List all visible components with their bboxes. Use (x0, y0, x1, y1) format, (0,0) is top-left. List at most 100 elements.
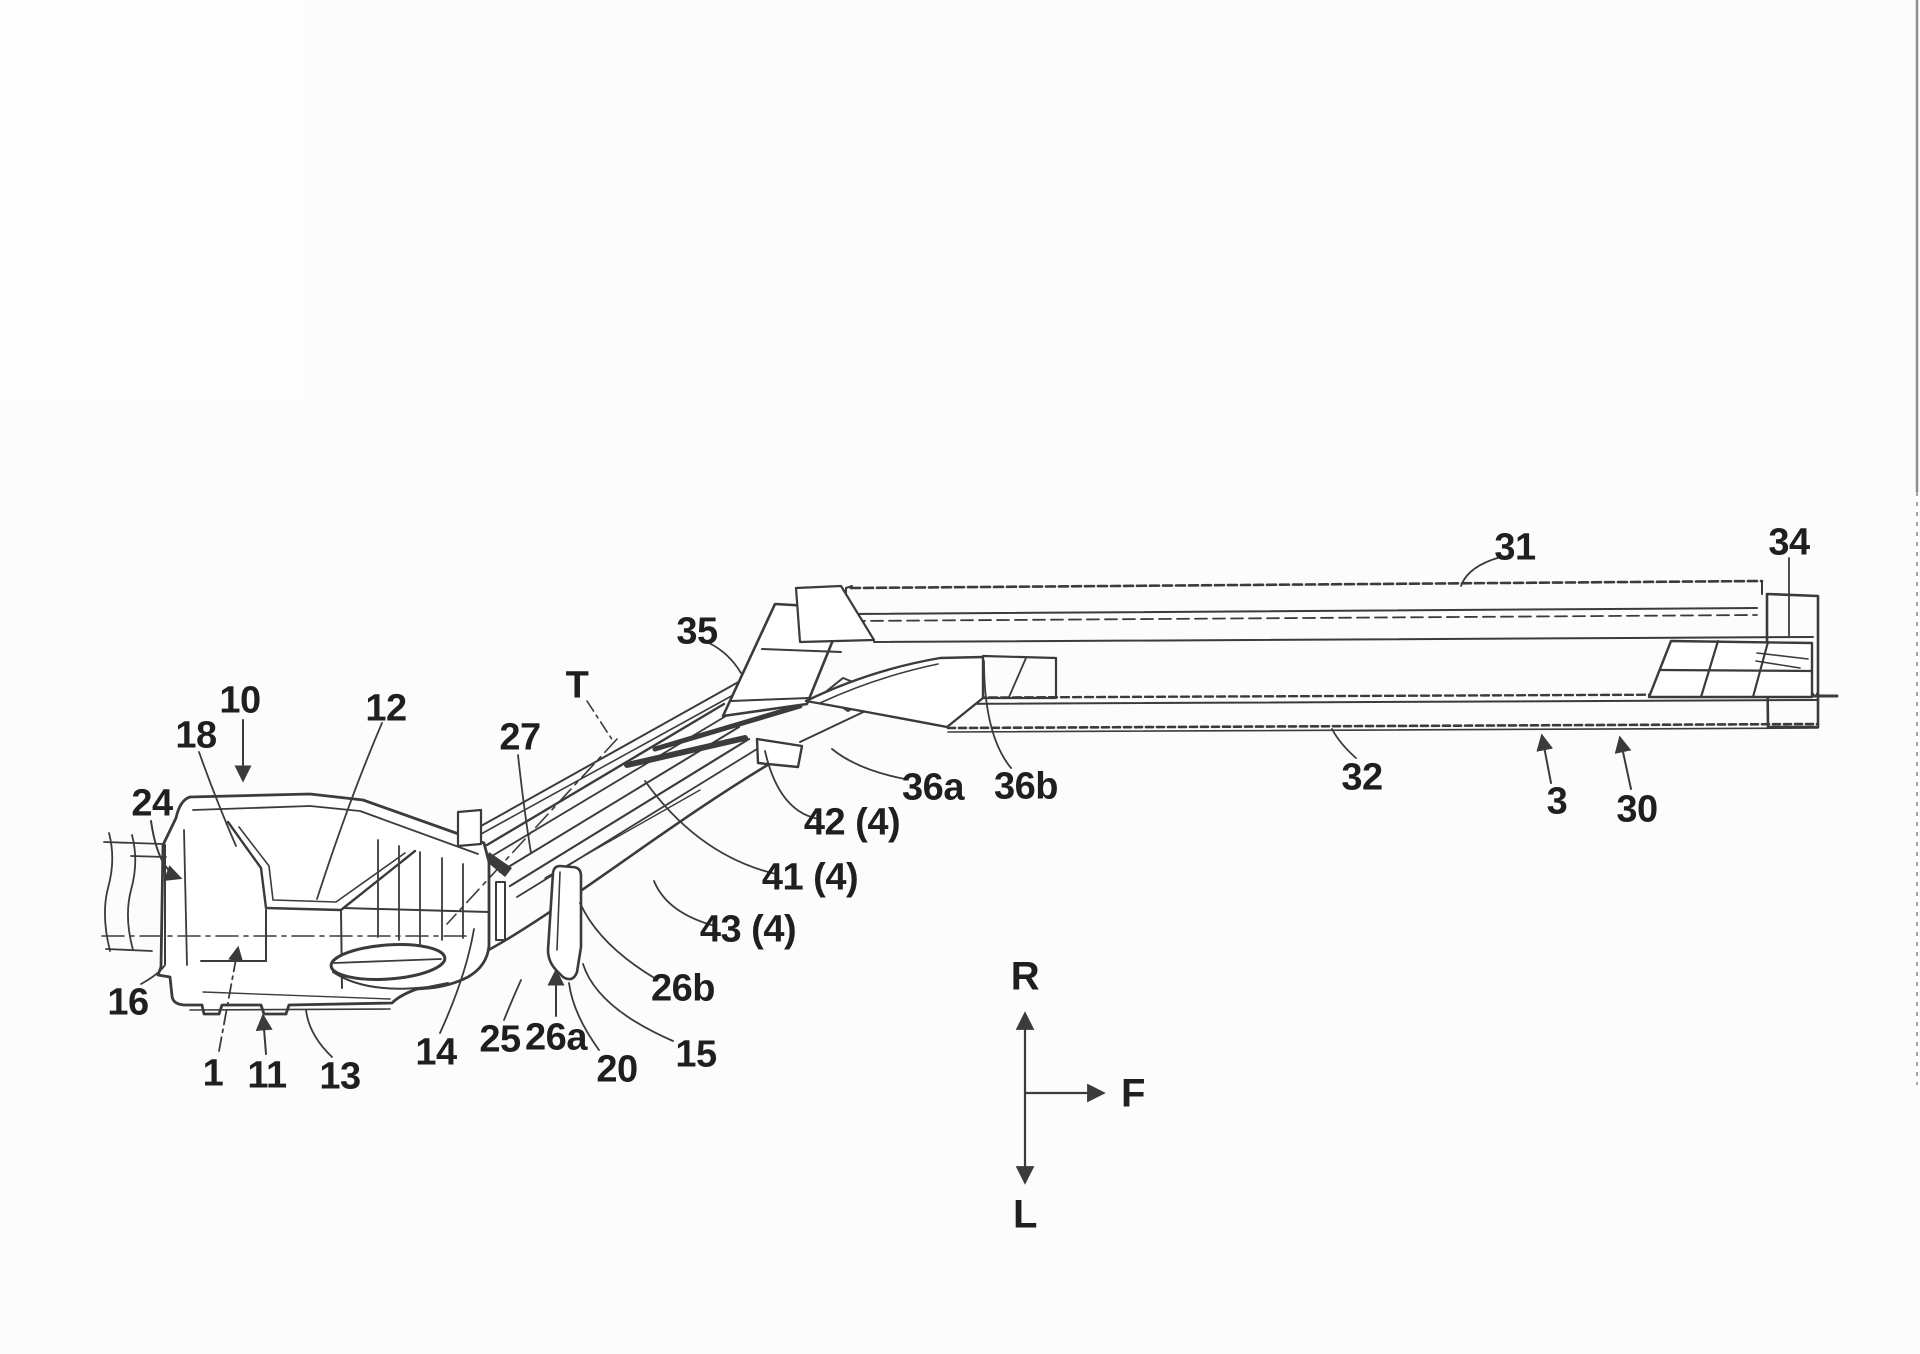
ref-label-ref-26a: 26a (525, 1017, 588, 1059)
box-36b-diagonal (1008, 657, 1027, 698)
oval-slot (329, 943, 447, 981)
upper-strip-line-1 (480, 679, 743, 827)
ref-label-ref-13: 13 (319, 1056, 360, 1098)
inner-top-flange (192, 805, 479, 855)
leader-25 (503, 979, 522, 1021)
bracket-20 (546, 864, 583, 981)
funnel-outer (226, 820, 417, 912)
leader-15 (582, 963, 674, 1042)
box-36b (981, 654, 1058, 700)
upper-strip-line-2 (480, 687, 747, 835)
hatch-divider-2 (1751, 640, 1770, 699)
rail-bottom-edge (946, 722, 1820, 730)
ref-label-axis-R: R (1011, 954, 1040, 998)
ref-label-ref-15: 15 (675, 1034, 717, 1076)
ref-label-ref-36a: 36a (902, 767, 965, 809)
hatch-horizontal (1658, 668, 1814, 673)
break-top (103, 841, 164, 845)
centerline-diagonal (446, 738, 618, 925)
ref-label-ref-35: 35 (676, 611, 718, 653)
bracket-36-group (804, 654, 1058, 729)
floor-inner (202, 991, 391, 1000)
leader-T (586, 700, 614, 742)
rail-line-6 (930, 699, 1819, 705)
compass-group (1015, 1011, 1106, 1185)
leader-32 (1331, 728, 1357, 759)
left-bracket-group (130, 792, 506, 1016)
scan-patch-corner (0, 0, 118, 100)
ref-label-ref-10: 10 (219, 680, 260, 722)
ref-label-ref-34: 34 (1768, 522, 1810, 564)
bracket-20-inner (556, 871, 561, 951)
leader-36b (983, 660, 1012, 769)
bottom-double-line (189, 1008, 391, 1011)
ref-label-ref-18: 18 (175, 715, 216, 757)
ref-label-ref-43: 43 (4) (700, 909, 796, 951)
ref-label-ref-11: 11 (247, 1055, 287, 1097)
tower-seam-2 (730, 697, 810, 702)
beam-dark-strip (624, 735, 748, 768)
leader-16 (140, 964, 166, 985)
ref-label-ref-24: 24 (131, 783, 173, 825)
wavy-break-1 (104, 832, 114, 952)
hatch-glyph-1 (1756, 652, 1809, 660)
arrow-11 (255, 1013, 273, 1055)
beam-inner-diagonal (544, 789, 701, 879)
end-cap-group (1765, 592, 1820, 729)
break-bottom (105, 948, 153, 952)
end-cap-outline (1765, 592, 1820, 729)
ref-label-ref-20: 20 (596, 1049, 637, 1091)
ref-label-ref-25: 25 (479, 1019, 521, 1061)
ref-label-ref-16: 16 (107, 982, 148, 1024)
funnel-inner (238, 826, 406, 903)
ref-label-ref-26b: 26b (651, 968, 715, 1010)
ref-label-ref-12: 12 (365, 688, 406, 730)
ref-label-ref-3: 3 (1547, 781, 1568, 823)
oval-lip (332, 971, 449, 990)
arrow-24 (150, 820, 183, 882)
narrow-bar (495, 881, 506, 941)
ref-label-ref-42: 42 (4) (804, 802, 900, 844)
tower-seam-1 (761, 648, 842, 653)
ref-label-axis-F: F (1121, 1071, 1145, 1115)
bracket-20-group (546, 864, 583, 981)
leader-lines-group (140, 556, 1790, 1058)
leader-41 (644, 780, 777, 875)
hatch-glyph-2 (1755, 660, 1801, 669)
leader-35 (708, 642, 742, 674)
tower-foot (755, 737, 804, 769)
arrow-3 (1536, 733, 1554, 784)
corner-sliver (486, 852, 512, 877)
blade-36a (804, 655, 985, 729)
leader-18 (198, 751, 237, 847)
leader-31 (1460, 556, 1502, 587)
ref-label-ref-41: 41 (4) (762, 857, 858, 899)
tower-connector (794, 584, 876, 644)
ref-label-ref-31: 31 (1494, 527, 1536, 569)
blade-inner-line (819, 663, 939, 704)
ref-label-ref-1: 1 (203, 1053, 224, 1095)
leader-26b (579, 902, 657, 980)
ref-label-ref-32: 32 (1341, 757, 1382, 799)
oval-mid-line (333, 958, 442, 964)
left-panel-line-2 (183, 829, 188, 966)
leader-42 (764, 750, 820, 820)
leader-43 (653, 880, 716, 927)
ref-label-ref-30: 30 (1616, 789, 1657, 831)
leader-36a (831, 748, 906, 780)
leader-27 (517, 754, 532, 854)
shell-outline (156, 792, 491, 1016)
leader-14 (439, 928, 475, 1034)
lower-beam-top (508, 737, 751, 888)
lower-beam-sweep (481, 755, 783, 955)
rail-top-edge (849, 579, 1764, 590)
ref-label-ref-27: 27 (499, 717, 540, 759)
rail-line-3 (852, 614, 1758, 622)
end-hatch-group (1647, 639, 1814, 699)
leader-13 (305, 1009, 333, 1058)
leader-20 (568, 982, 600, 1051)
ref-label-ref-14: 14 (415, 1032, 457, 1074)
